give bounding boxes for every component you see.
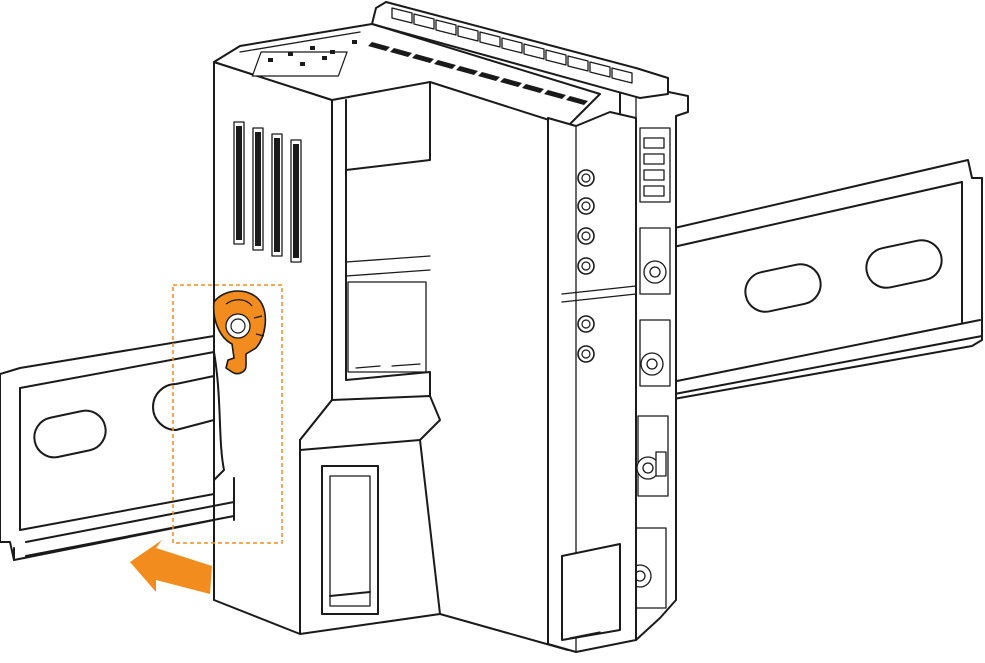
top-dot — [352, 40, 357, 44]
terminal-screw-1 — [639, 227, 671, 295]
top-dot — [300, 62, 305, 66]
top-vent-slot — [434, 60, 456, 69]
top-vent-slot — [368, 42, 390, 51]
bottom-port — [321, 465, 379, 615]
vent-fin — [523, 43, 545, 60]
status-led — [577, 315, 595, 333]
top-vent-fins — [371, 1, 669, 99]
top-vent-slot — [390, 48, 412, 57]
top-vent-slot — [566, 96, 588, 105]
top-dot — [322, 56, 327, 60]
top-dot — [310, 46, 315, 50]
rail-slot-left-2 — [152, 375, 215, 431]
top-vent-slot — [544, 90, 566, 99]
top-dot — [288, 52, 293, 56]
release-latch-icon — [212, 290, 267, 375]
vent-fin — [413, 13, 435, 30]
top-dot — [268, 58, 273, 62]
top-dot — [330, 50, 335, 54]
top-vent-slot — [478, 72, 500, 81]
status-led — [577, 169, 595, 187]
side-vent-slots — [233, 121, 302, 263]
module-front-face — [299, 81, 569, 651]
vent-fin — [611, 67, 633, 84]
top-vent-slot — [500, 78, 522, 87]
vent-fin — [589, 61, 611, 78]
led-front-panel — [547, 111, 637, 653]
top-vent-slot — [412, 54, 434, 63]
top-vent-slot — [522, 84, 544, 93]
vent-fin — [567, 55, 589, 72]
direction-arrow-icon — [130, 540, 212, 594]
status-led — [577, 257, 595, 275]
status-led — [577, 345, 595, 363]
rail-slot-right-1 — [744, 263, 822, 313]
vent-fin — [501, 37, 523, 54]
status-led — [577, 197, 595, 215]
vent-fin — [479, 31, 501, 48]
vent-fin — [435, 19, 457, 36]
din-rail-front — [0, 335, 235, 601]
rail-slot-right-2 — [865, 239, 943, 289]
terminal-screw-3 — [636, 415, 669, 497]
label-window — [561, 543, 621, 641]
latch-highlight-box — [172, 284, 283, 544]
top-vent-slot — [456, 66, 478, 75]
vent-fin — [457, 25, 479, 42]
status-led — [577, 227, 595, 245]
vent-fin — [545, 49, 567, 66]
vent-fin — [391, 7, 413, 24]
top-vent-grill — [251, 51, 348, 77]
din-rail-back — [639, 159, 983, 406]
rail-slot-left-1 — [33, 409, 107, 459]
terminal-screw-2 — [639, 319, 671, 387]
